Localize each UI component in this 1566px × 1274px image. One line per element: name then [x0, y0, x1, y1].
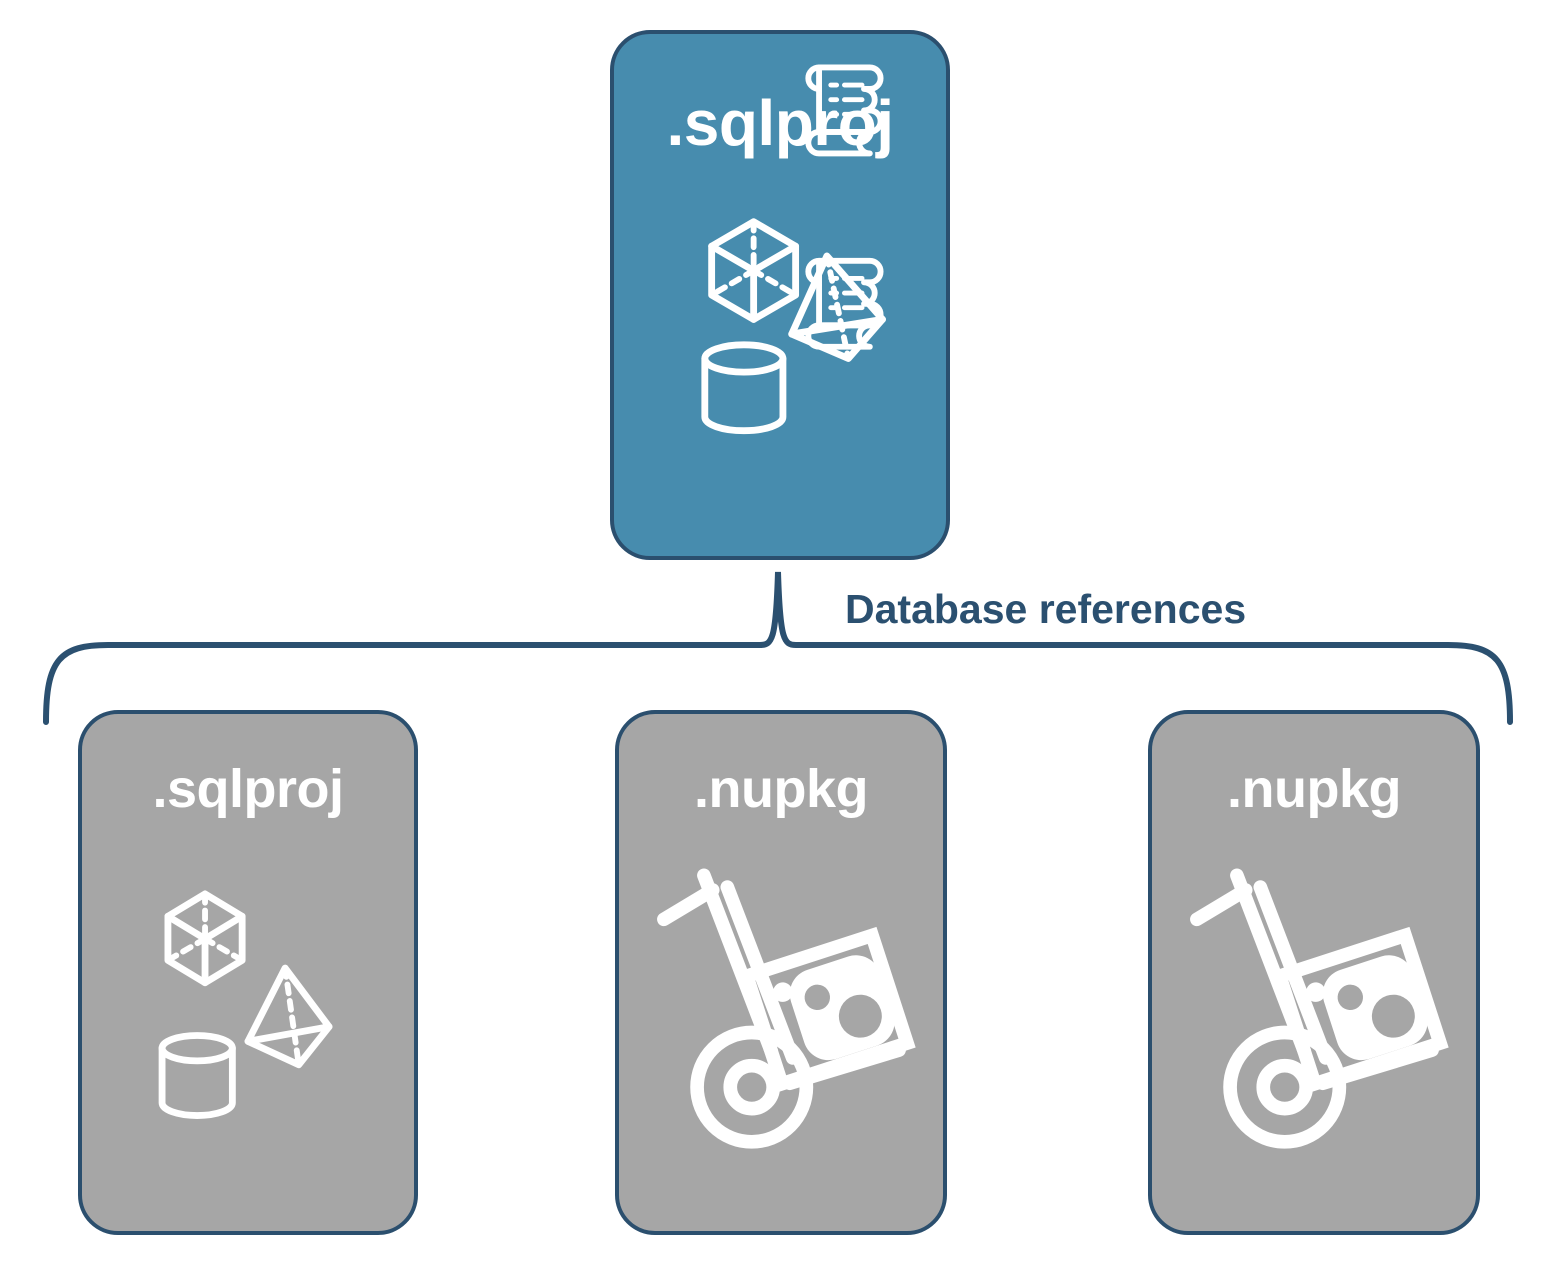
cube-icon — [708, 218, 800, 323]
hand-truck-package-icon — [657, 868, 916, 1149]
pyramid-icon — [788, 252, 886, 362]
hand-truck-package-icon — [1190, 868, 1449, 1149]
node-title: .sqlproj — [152, 759, 344, 819]
node-nupkg-reference-2[interactable]: .nupkg — [1148, 710, 1480, 1235]
node-title: .nupkg — [694, 759, 868, 819]
node-sqlproj-root[interactable]: .sqlproj — [610, 30, 950, 560]
node-title: .sqlproj — [666, 87, 894, 159]
node-title: .nupkg — [1227, 759, 1401, 819]
cube-icon — [164, 890, 246, 987]
pyramid-icon — [244, 964, 333, 1069]
node-nupkg-reference-1[interactable]: .nupkg — [615, 710, 947, 1235]
node-sqlproj-reference[interactable]: .sqlproj — [78, 710, 418, 1235]
scroll-icon — [805, 257, 884, 350]
connector-label: Database references — [845, 586, 1247, 632]
cylinder-icon — [158, 1032, 236, 1119]
cylinder-icon — [701, 341, 787, 435]
